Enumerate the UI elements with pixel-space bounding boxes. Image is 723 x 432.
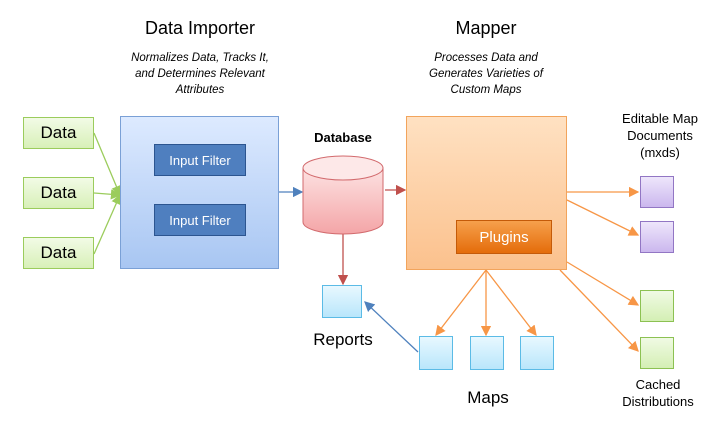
report-square: [322, 285, 362, 318]
editable-docs-label-line: Documents: [627, 128, 693, 143]
maps-label: Maps: [467, 388, 509, 407]
arrow-maps-reports: [364, 301, 419, 353]
importer-title: Data Importer: [144, 18, 256, 38]
cached-distribution-square: [640, 337, 674, 369]
arrow-data2-importer: [93, 189, 122, 200]
cached-label-line: Cached: [635, 377, 681, 392]
data-box: Data: [23, 237, 94, 269]
database-cylinder: [302, 155, 384, 235]
importer-subtitle-line: and Determines Relevant: [135, 68, 265, 80]
editable-docs-label: Editable Map Documents (mxds): [600, 110, 720, 161]
arrow-mapper-cached2: [559, 269, 639, 352]
mapper-subtitle-line: Generates Varieties of: [429, 68, 543, 80]
data-box: Data: [23, 117, 94, 149]
mapper-subtitle-line: Processes Data and: [434, 52, 538, 64]
data-box: Data: [23, 177, 94, 209]
cached-distribution-square: [640, 290, 674, 322]
importer-box: [120, 116, 279, 269]
cached-label-line: Distributions: [622, 394, 694, 409]
map-square: [520, 336, 554, 370]
arrow-data1-importer: [93, 132, 122, 197]
arrow-mapper-cached1: [566, 261, 640, 306]
cached-distributions-label: Cached Distributions: [608, 376, 708, 410]
map-square: [419, 336, 453, 370]
map-square: [470, 336, 504, 370]
reports-label: Reports: [313, 330, 373, 349]
plugins-box: Plugins: [456, 220, 552, 254]
arrow-mapper-editable2: [566, 199, 640, 236]
mapper-subtitle-line: Custom Maps: [450, 84, 522, 96]
editable-doc-square: [640, 221, 674, 253]
importer-subtitle: Normalizes Data, Tracks It, and Determin…: [100, 50, 300, 98]
mapper-title: Mapper: [455, 18, 517, 38]
input-filter-box: Input Filter: [154, 204, 246, 236]
editable-docs-label-line: Editable Map: [622, 111, 698, 126]
mapper-subtitle: Processes Data and Generates Varieties o…: [386, 50, 586, 98]
importer-subtitle-line: Normalizes Data, Tracks It,: [131, 52, 269, 64]
arrow-mapper-map3: [485, 269, 537, 337]
database-label: Database: [314, 130, 372, 145]
arrow-mapper-map1: [435, 269, 487, 337]
editable-docs-label-line: (mxds): [640, 145, 680, 160]
editable-doc-square: [640, 176, 674, 208]
input-filter-box: Input Filter: [154, 144, 246, 176]
arrow-data3-importer: [93, 193, 122, 255]
importer-subtitle-line: Attributes: [175, 84, 225, 96]
